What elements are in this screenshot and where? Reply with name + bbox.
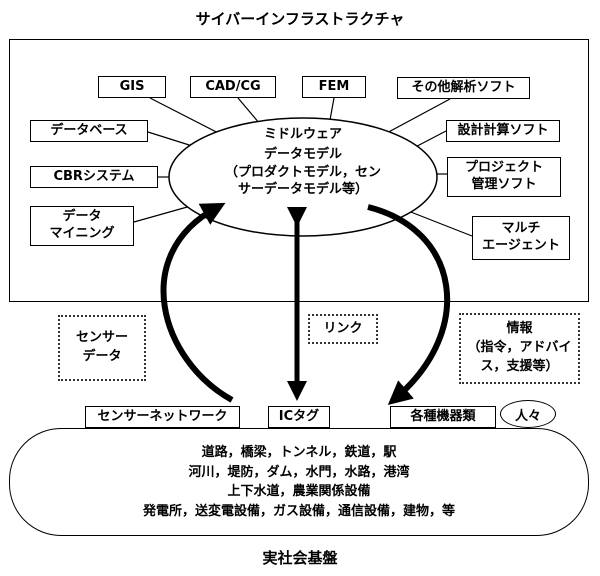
cad-cg-box: CAD/CG (190, 76, 276, 98)
fem-box: FEM (302, 76, 366, 98)
infrastructure-box: 道路，橋梁，トンネル，鉄道，駅 河川，堤防，ダム，水門，水路，港湾 上下水道，農… (9, 428, 589, 536)
cbr-system-box: CBRシステム (30, 166, 158, 188)
sensor-data-label: センサー データ (58, 315, 146, 381)
cyber-infrastructure-title: サイバーインフラストラクチャ (195, 10, 405, 28)
other-analysis-software-box: その他解析ソフト (397, 77, 530, 99)
connector-fem (329, 97, 335, 121)
people-oval: 人々 (500, 400, 556, 428)
infrastructure-list: 道路，橋梁，トンネル，鉄道，駅 河川，堤防，ダム，水門，水路，港湾 上下水道，農… (142, 445, 455, 519)
equipment-box: 各種機器類 (390, 406, 496, 428)
design-calculation-software-box: 設計計算ソフト (446, 120, 560, 142)
sensor-data-arrow (160, 202, 234, 403)
middleware-label: ミドルウェア (263, 127, 342, 142)
connector-cad (237, 97, 261, 125)
information-arrow (367, 204, 451, 406)
database-box: データベース (30, 120, 148, 142)
sensor-network-box: センサーネットワーク (85, 406, 240, 428)
data-model-text: データモデル （プロダクトモデル，セン サーデータモデル等） (224, 147, 381, 198)
ic-tag-box: ICタグ (268, 406, 330, 428)
real-infrastructure-title: 実社会基盤 (262, 549, 338, 567)
multi-agent-box: マルチ エージェント (472, 216, 570, 260)
project-management-software-box: プロジェクト 管理ソフト (447, 157, 561, 197)
data-mining-box: データ マイニング (30, 206, 134, 246)
information-label: 情報 （指令，アドバイ ス，支援等） (459, 313, 580, 384)
gis-box: GIS (98, 76, 166, 98)
link-label: リンク (308, 314, 378, 344)
